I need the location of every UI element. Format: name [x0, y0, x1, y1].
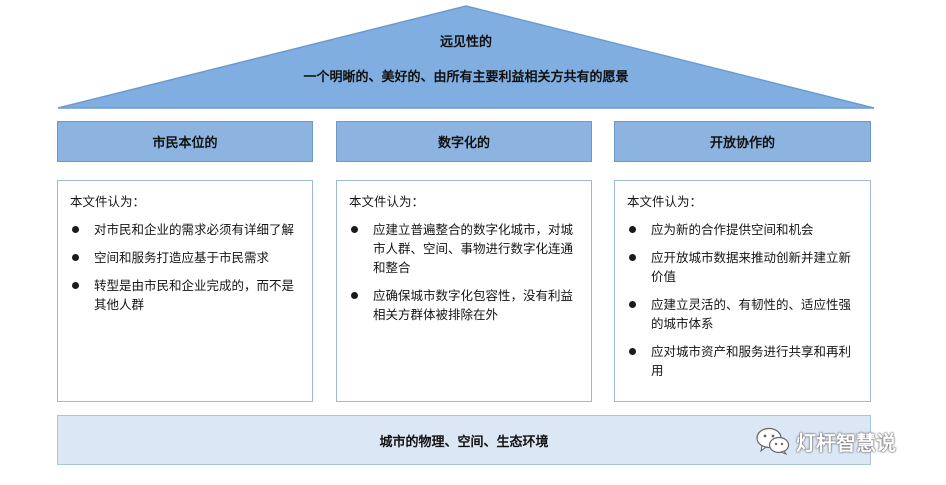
watermark-text: 灯杆智慧说: [796, 430, 896, 455]
bullet-list: 应为新的合作提供空间和机会 应开放城市数据来推动创新并建立新价值 应建立灵活的、…: [627, 220, 856, 380]
wechat-icon: [756, 427, 790, 455]
list-item: 应建立灵活的、有韧性的、适应性强的城市体系: [627, 295, 856, 333]
pillar-intro: 本文件认为：: [70, 194, 146, 209]
list-item: 应为新的合作提供空间和机会: [627, 220, 856, 239]
list-item-text: 应对城市资产和服务进行共享和再利用: [651, 344, 852, 378]
pillar-intro: 本文件认为：: [349, 194, 425, 209]
vision-title: 远见性的: [439, 35, 492, 50]
list-item: 应开放城市数据来推动创新并建立新价值: [627, 248, 856, 286]
bullet-list: 应建立普遍整合的数字化城市，对城市人群、空间、事物进行数字化连通和整合 应确保城…: [349, 220, 577, 324]
bullet-icon: [72, 254, 79, 261]
bullet-icon: [629, 348, 636, 355]
list-item: 对市民和企业的需求必须有详细了解: [70, 220, 298, 239]
bullet-icon: [72, 282, 79, 289]
bullet-icon: [629, 254, 636, 261]
list-item-text: 应确保城市数字化包容性，没有利益相关方群体被排除在外: [373, 288, 574, 322]
pillar-body-digital: 本文件认为： 应建立普遍整合的数字化城市，对城市人群、空间、事物进行数字化连通和…: [336, 180, 592, 402]
pillar-intro: 本文件认为：: [627, 194, 703, 209]
list-item-text: 空间和服务打造应基于市民需求: [94, 250, 270, 265]
bullet-icon: [351, 226, 358, 233]
list-item-text: 对市民和企业的需求必须有详细了解: [94, 222, 295, 237]
list-item-text: 转型是由市民和企业完成的，而不是其他人群: [94, 278, 295, 312]
list-item-text: 应开放城市数据来推动创新并建立新价值: [651, 250, 852, 284]
roof-shape: [57, 5, 875, 109]
bullet-icon: [72, 226, 79, 233]
list-item-text: 应建立灵活的、有韧性的、适应性强的城市体系: [651, 297, 852, 331]
list-item: 应建立普遍整合的数字化城市，对城市人群、空间、事物进行数字化连通和整合: [349, 220, 577, 277]
list-item: 空间和服务打造应基于市民需求: [70, 248, 298, 267]
list-item-text: 应为新的合作提供空间和机会: [651, 222, 814, 237]
pillar-heading-citizen: 市民本位的: [57, 121, 313, 162]
pillar-heading-digital: 数字化的: [336, 121, 592, 162]
bullet-icon: [351, 292, 358, 299]
foundation-base: 城市的物理、空间、生态环境: [57, 415, 871, 465]
bullet-icon: [629, 226, 636, 233]
pillar-body-open: 本文件认为： 应为新的合作提供空间和机会 应开放城市数据来推动创新并建立新价值 …: [614, 180, 871, 402]
bullet-icon: [629, 301, 636, 308]
pillar-heading-open: 开放协作的: [614, 121, 871, 162]
roof-triangle: [57, 5, 875, 109]
list-item: 转型是由市民和企业完成的，而不是其他人群: [70, 276, 298, 314]
list-item: 应确保城市数字化包容性，没有利益相关方群体被排除在外: [349, 286, 577, 324]
list-item-text: 应建立普遍整合的数字化城市，对城市人群、空间、事物进行数字化连通和整合: [373, 222, 574, 275]
pillar-body-citizen: 本文件认为： 对市民和企业的需求必须有详细了解 空间和服务打造应基于市民需求 转…: [57, 180, 313, 402]
bullet-list: 对市民和企业的需求必须有详细了解 空间和服务打造应基于市民需求 转型是由市民和企…: [70, 220, 298, 314]
list-item: 应对城市资产和服务进行共享和再利用: [627, 342, 856, 380]
watermark: 灯杆智慧说: [756, 424, 896, 458]
vision-subtitle: 一个明晰的、美好的、由所有主要利益相关方共有的愿景: [303, 70, 629, 85]
